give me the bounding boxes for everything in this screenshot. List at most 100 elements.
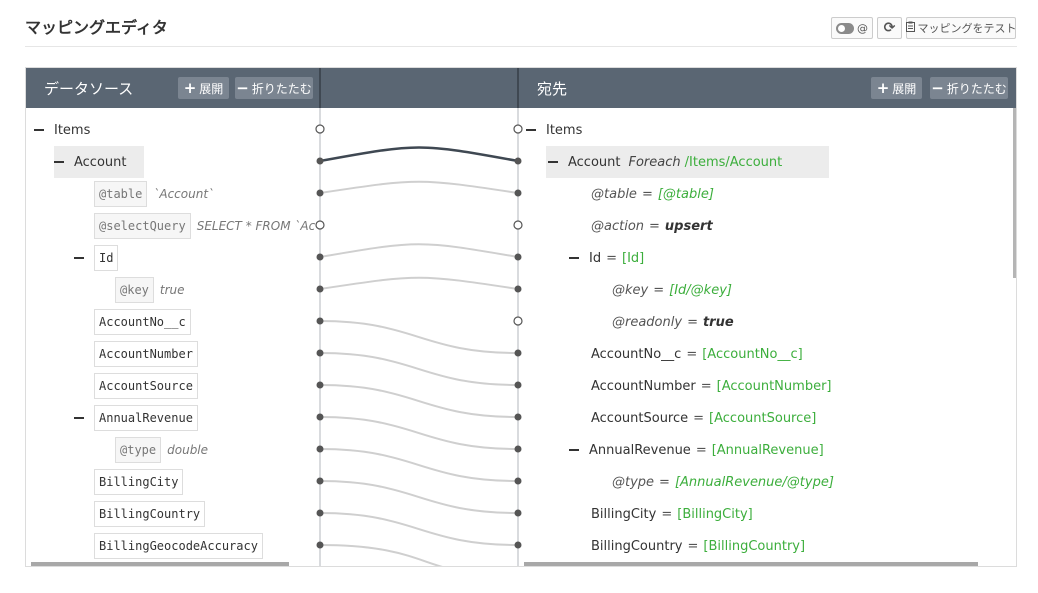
dest-node-items[interactable]: Items [526,116,582,144]
source-field-accountnumber[interactable]: AccountNumber [94,340,198,368]
dest-selected-highlight [546,146,829,178]
dest-attr-type[interactable]: @type=[AnnualRevenue/@type] [612,468,834,496]
connector-accountnumber[interactable] [319,352,519,386]
dest-node-label: Items [546,122,583,138]
connector-key[interactable] [319,276,519,290]
source-attr-table[interactable]: @table `Account` [94,180,214,208]
connector-account[interactable] [319,146,519,163]
connector-header [319,68,518,108]
source-field-label: AnnualRevenue [94,405,198,431]
dest-attr-label: @table [591,186,637,202]
source-field-label: AccountNumber [94,341,198,367]
collapse-icon[interactable] [74,417,84,419]
source-expand-label: 展開 [199,81,224,96]
dest-field-id[interactable]: Id=[Id] [569,244,644,272]
dest-field-label: BillingCity [591,506,657,522]
dest-attr-value: [AnnualRevenue/@type] [674,474,834,490]
source-attr-label: @type [115,437,162,463]
dest-field-accountno[interactable]: AccountNo__c=[AccountNo__c] [591,340,803,368]
source-horizontal-scrollbar[interactable] [31,562,289,566]
title-divider [25,46,1017,47]
connector-accountno[interactable] [319,320,519,354]
refresh-button[interactable]: ⟳ [877,17,902,39]
equals-sign: = [687,314,698,330]
source-node-label: Items [54,122,91,138]
source-field-label: BillingGeocodeAccuracy [94,533,263,559]
source-field-annualrevenue[interactable]: AnnualRevenue [74,404,198,432]
source-attr-key[interactable]: @key true [115,276,185,304]
attribute-toggle-button[interactable]: @ [831,17,873,39]
dest-attr-value: [Id/@key] [669,282,732,298]
dest-field-billingcountry[interactable]: BillingCountry=[BillingCountry] [591,532,805,560]
connector-annualrevenue[interactable] [319,416,519,450]
dest-field-value: [BillingCity] [677,506,753,522]
source-attr-value: true [159,283,185,297]
source-node-items[interactable]: Items [34,116,90,144]
dest-node-account[interactable]: Account Foreach /Items/Account [548,148,782,176]
dest-expand-button[interactable]: + 展開 [871,77,922,99]
connector-billingcity[interactable] [319,480,519,514]
dest-attr-table[interactable]: @table=[@table] [591,180,714,208]
connector-table[interactable] [319,180,519,194]
dest-collapse-button[interactable]: − 折りたたむ [930,77,1008,99]
dest-field-value: [AnnualRevenue] [711,442,824,458]
collapse-icon[interactable] [74,257,84,259]
dest-attr-key[interactable]: @key=[Id/@key] [612,276,732,304]
source-attr-selectquery[interactable]: @selectQuery SELECT * FROM `Ac [94,212,319,240]
source-expand-button[interactable]: + 展開 [178,77,229,99]
dest-header: 宛先 + 展開 − 折りたたむ [518,68,1016,108]
header-divider-right [517,68,519,108]
dest-field-accountsource[interactable]: AccountSource=[AccountSource] [591,404,816,432]
dest-field-billingcity[interactable]: BillingCity=[BillingCity] [591,500,753,528]
dest-field-value: [AccountNo__c] [702,346,803,362]
test-mapping-label: マッピングをテスト [917,22,1017,35]
clipboard-icon [905,21,915,35]
collapse-icon[interactable] [526,129,536,131]
source-field-billingcity[interactable]: BillingCity [94,468,184,496]
dest-attr-readonly[interactable]: @readonly=true [612,308,734,336]
dest-expand-label: 展開 [892,81,917,96]
dest-field-annualrevenue[interactable]: AnnualRevenue=[AnnualRevenue] [569,436,824,464]
source-field-billinggeocodeaccuracy[interactable]: BillingGeocodeAccuracy [94,532,263,560]
dest-attr-action[interactable]: @action=upsert [591,212,713,240]
connector-billinggeocode[interactable] [319,544,446,567]
collapse-icon[interactable] [548,161,558,163]
dest-field-label: AccountNumber [591,378,696,394]
test-mapping-button[interactable]: マッピングをテスト [905,17,1017,39]
source-attr-label: @selectQuery [94,213,191,239]
source-field-id[interactable]: Id [74,244,119,272]
source-field-label: BillingCity [94,469,184,495]
source-field-label: Id [94,245,119,271]
source-field-accountsource[interactable]: AccountSource [94,372,198,400]
dest-foreach-value: /Items/Account [684,154,783,170]
source-attr-label: @table [94,181,148,207]
equals-sign: = [649,218,660,234]
dest-field-label: Id [589,250,602,266]
source-collapse-button[interactable]: − 折りたたむ [235,77,313,99]
dest-horizontal-scrollbar[interactable] [524,562,978,566]
source-node-account[interactable]: Account [54,148,127,176]
dest-field-value: [Id] [622,250,645,266]
collapse-icon[interactable] [569,257,579,259]
connector-billingcountry[interactable] [319,512,519,546]
source-attr-value: SELECT * FROM `Ac [196,219,316,233]
equals-sign: = [687,538,699,554]
dest-field-accountnumber[interactable]: AccountNumber=[AccountNumber] [591,372,831,400]
dest-field-value: [BillingCountry] [703,538,806,554]
source-title: データソース [44,80,134,98]
collapse-icon[interactable] [54,161,64,163]
source-attr-value: `Account` [153,187,215,201]
connector-type[interactable] [319,448,519,482]
source-field-billingcountry[interactable]: BillingCountry [94,500,206,528]
source-connector-divider[interactable] [319,68,321,566]
source-node-label: Account [74,154,127,170]
dest-attr-value: true [702,314,734,330]
connector-id[interactable] [319,243,519,258]
connector-accountsource[interactable] [319,384,519,418]
source-attr-type[interactable]: @type double [115,436,208,464]
equals-sign: = [700,378,712,394]
dest-vertical-scrollbar[interactable] [1013,108,1016,278]
collapse-icon[interactable] [569,449,579,451]
collapse-icon[interactable] [34,129,44,131]
source-field-accountno[interactable]: AccountNo__c [94,308,191,336]
